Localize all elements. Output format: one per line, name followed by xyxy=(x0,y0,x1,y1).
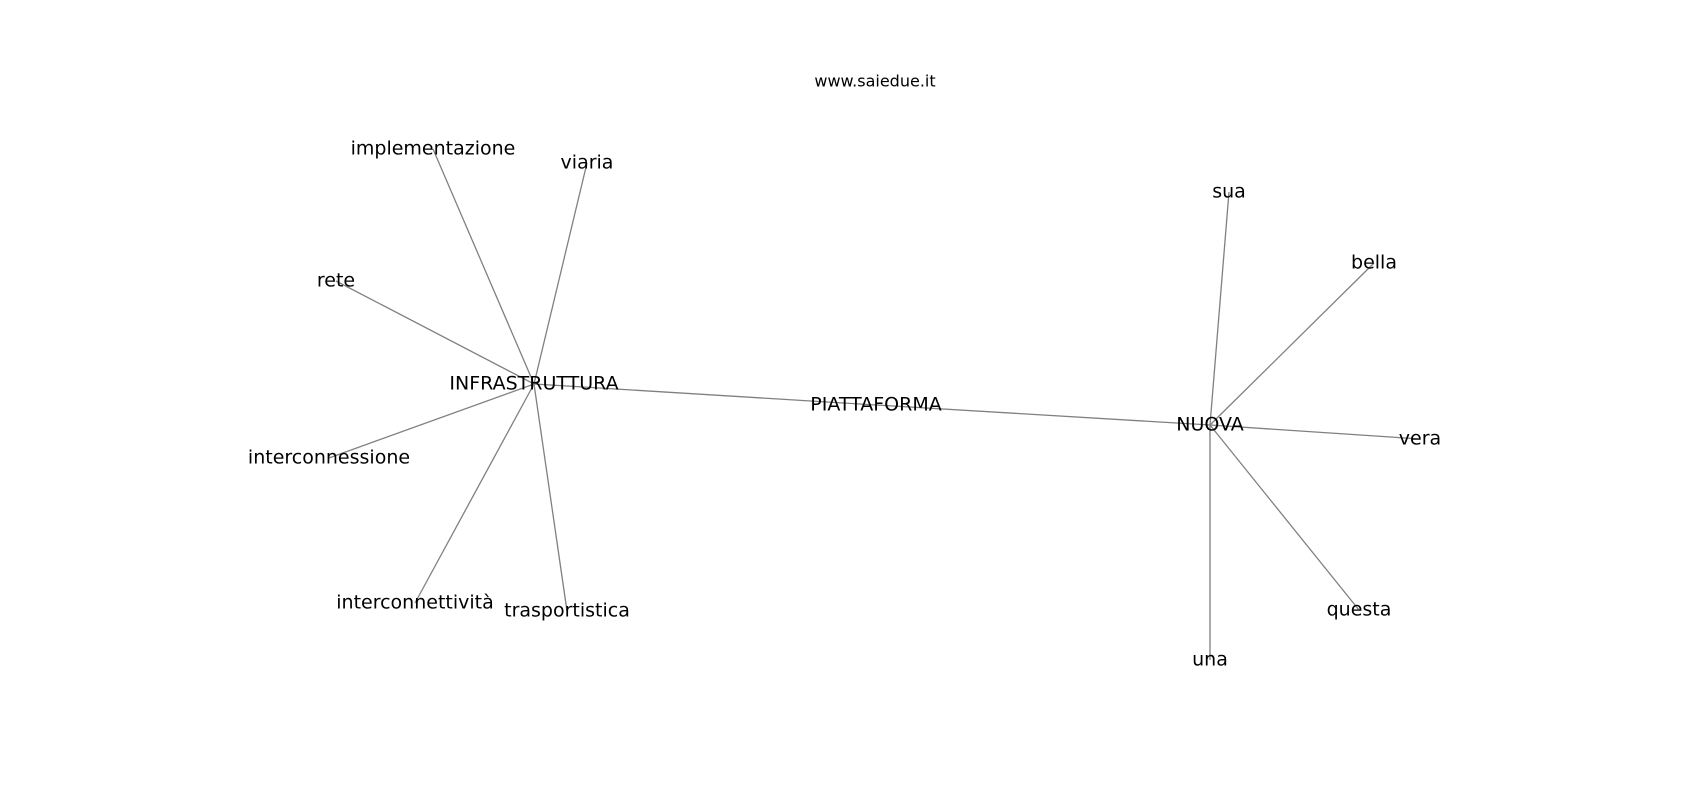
edge-infrastruttura-interconnettivita xyxy=(414,383,535,604)
edge-infrastruttura-piattaforma xyxy=(533,383,877,406)
node-label-nuova: NUOVA xyxy=(1176,414,1244,436)
node-label-trasportistica: trasportistica xyxy=(504,600,630,622)
node-label-rete: rete xyxy=(317,270,355,292)
node-label-piattaforma: PIATTAFORMA xyxy=(810,394,941,416)
edges-layer xyxy=(328,148,1421,660)
edge-piattaforma-nuova xyxy=(875,404,1211,426)
edge-infrastruttura-trasportistica xyxy=(533,383,568,612)
edge-nuova-sua xyxy=(1209,191,1230,426)
node-label-sua: sua xyxy=(1212,181,1246,203)
node-label-infrastruttura: INFRASTRUTTURA xyxy=(449,373,618,395)
edge-nuova-vera xyxy=(1209,424,1421,440)
nodes-layer: PIATTAFORMA INFRASTRUTTURA NUOVA implementa… xyxy=(248,138,1441,671)
edge-infrastruttura-implementazione xyxy=(432,148,535,385)
node-label-vera: vera xyxy=(1399,428,1441,450)
edge-infrastruttura-viaria xyxy=(533,162,588,385)
node-label-implementazione: implementazione xyxy=(351,138,516,160)
node-label-questa: questa xyxy=(1327,599,1392,621)
site-caption: www.saiedue.it xyxy=(814,72,935,91)
node-label-interconnettivita: interconnettività xyxy=(336,592,494,614)
node-label-viaria: viaria xyxy=(561,152,614,174)
edge-nuova-questa xyxy=(1209,424,1360,611)
edge-infrastruttura-interconnessione xyxy=(328,383,535,459)
node-label-bella: bella xyxy=(1351,252,1397,274)
node-label-una: una xyxy=(1192,649,1228,671)
edge-nuova-bella xyxy=(1209,262,1375,426)
edge-infrastruttura-rete xyxy=(335,280,535,385)
node-label-interconnessione: interconnessione xyxy=(248,447,410,469)
